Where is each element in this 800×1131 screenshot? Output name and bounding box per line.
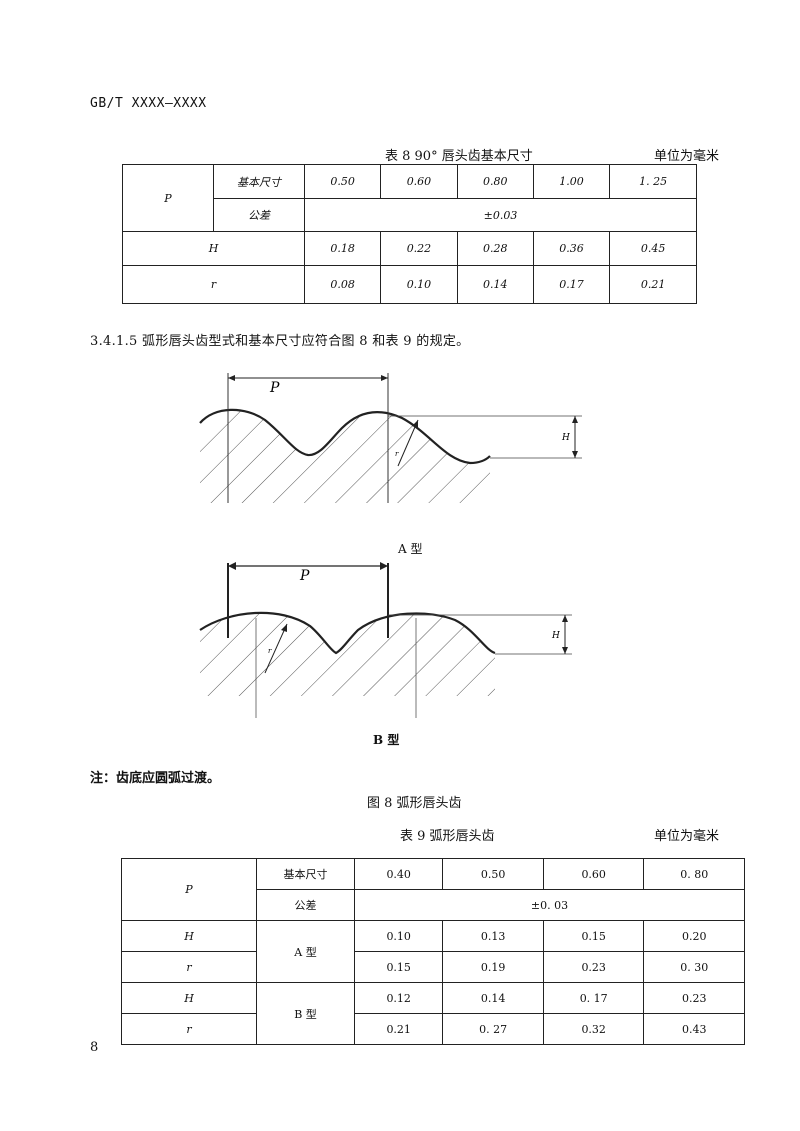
figure-b-p-label: P — [299, 568, 310, 584]
figure-a-r-label: r — [395, 450, 399, 458]
table9-type-b-label: B 型 — [256, 982, 355, 1045]
table9-a-r-cell: 0.15 — [353, 951, 444, 983]
table9-b-h-cell: 0. 17 — [542, 982, 645, 1014]
figure-note: 注：齿底应圆弧过渡。 — [90, 771, 221, 786]
table9-a-r-cell: 0.19 — [442, 951, 544, 983]
table9-basic-label: 基本尺寸 — [256, 858, 355, 890]
table8-basic-cell: 1. 25 — [609, 164, 697, 199]
page-number: 8 — [90, 1040, 99, 1055]
figure-type-a: P H r — [199, 373, 582, 503]
table9-b-r-cell: 0.21 — [353, 1013, 444, 1045]
table9-a-h-cell: 0.20 — [643, 920, 745, 952]
table9-a-r-cell: 0.23 — [542, 951, 645, 983]
figure-a-h-label: H — [561, 433, 570, 443]
table9: P 基本尺寸 0.40 0.50 0.60 0. 80 公差 ±0. 03 H … — [121, 858, 745, 1045]
table9-a-h-cell: 0.10 — [353, 920, 444, 952]
table9-tol-label: 公差 — [256, 889, 355, 921]
table8-basic-cell: 0.80 — [456, 164, 534, 199]
table8-h-cell: 0.36 — [532, 231, 611, 266]
table9-a-r-cell: 0. 30 — [643, 951, 745, 983]
table8-h-cell: 0.28 — [456, 231, 534, 266]
table8-r-cell: 0.08 — [303, 265, 382, 304]
table9-b-r-cell: 0. 27 — [442, 1013, 544, 1045]
table8-r-cell: 0.17 — [532, 265, 611, 304]
clause-paragraph: 3.4.1.5 弧形唇头齿型式和基本尺寸应符合图 8 和表 9 的规定。 — [90, 334, 470, 349]
figure-a-label: A 型 — [398, 542, 423, 556]
table9-type-a-label: A 型 — [256, 920, 355, 983]
table9-b-h-cell: 0.23 — [643, 982, 745, 1014]
figure-a-p-label: P — [269, 380, 280, 396]
table8-unit: 单位为毫米 — [654, 149, 720, 164]
table9-b-h-cell: 0.12 — [353, 982, 444, 1014]
table8-tol-label: 公差 — [213, 198, 305, 232]
document-id: GB/T XXXX—XXXX — [90, 96, 207, 111]
table9-basic-cell: 0.40 — [353, 858, 444, 890]
table9-caption: 表 9 弧形唇头齿 — [400, 829, 495, 844]
table8-p-label: P — [122, 164, 214, 232]
figure-type-b: P H r — [199, 562, 572, 718]
table8-h-cell: 0.18 — [303, 231, 382, 266]
table9-b-h-cell: 0.14 — [442, 982, 544, 1014]
figure-b-r-label: r — [268, 647, 272, 655]
table8-caption: 表 8 90° 唇头齿基本尺寸 — [385, 149, 533, 164]
table8-basic-cell: 0.60 — [380, 164, 458, 199]
table8-h-cell: 0.45 — [609, 231, 697, 266]
table9-basic-cell: 0. 80 — [643, 858, 745, 890]
table8-tolerance: ±0.03 — [304, 198, 697, 232]
table8-r-cell: 0.14 — [456, 265, 534, 304]
table9-a-h-cell: 0.13 — [442, 920, 544, 952]
table9-a-h-cell: 0.15 — [542, 920, 645, 952]
table9-tolerance: ±0. 03 — [354, 889, 745, 921]
table8-r-cell: 0.10 — [380, 265, 458, 304]
figure-b-label: B 型 — [373, 733, 400, 747]
table9-p-label: P — [121, 858, 257, 921]
table9-b-r-cell: 0.32 — [542, 1013, 645, 1045]
table9-b-r-label: r — [121, 1013, 257, 1045]
table9-b-r-cell: 0.43 — [643, 1013, 745, 1045]
table9-basic-cell: 0.60 — [542, 858, 645, 890]
figure-b-h-label: H — [551, 631, 560, 641]
table9-a-h-label: H — [121, 920, 257, 952]
table8: P 基本尺寸 0.50 0.60 0.80 1.00 1. 25 公差 ±0.0… — [122, 164, 697, 304]
table8-basic-cell: 1.00 — [532, 164, 611, 199]
table8-r-label: r — [122, 265, 305, 304]
table8-basic-cell: 0.50 — [303, 164, 382, 199]
table8-h-label: H — [122, 231, 305, 266]
figure8-caption: 图 8 弧形唇头齿 — [367, 796, 462, 811]
table9-unit: 单位为毫米 — [654, 829, 720, 844]
table9-b-h-label: H — [121, 982, 257, 1014]
table9-a-r-label: r — [121, 951, 257, 983]
table8-basic-label: 基本尺寸 — [213, 164, 305, 199]
table9-basic-cell: 0.50 — [442, 858, 544, 890]
table8-h-cell: 0.22 — [380, 231, 458, 266]
table8-r-cell: 0.21 — [609, 265, 697, 304]
